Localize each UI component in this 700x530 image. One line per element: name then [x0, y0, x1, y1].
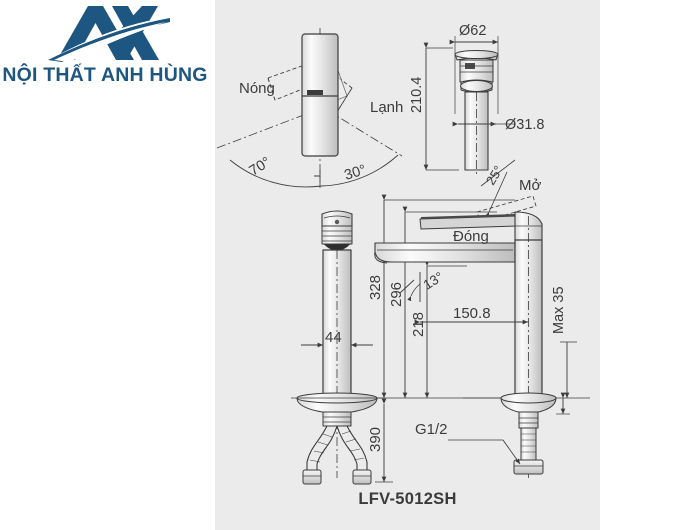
pop-up-drain-view	[423, 36, 515, 176]
label-lever-open: Mở	[519, 177, 541, 194]
label-cold: Lạnh	[370, 99, 403, 116]
label-deck-thickness: Max 35	[551, 286, 567, 334]
label-inlet-thread: G1/2	[415, 421, 448, 438]
label-body-width: 44	[325, 329, 342, 346]
label-lower-height: 218	[410, 312, 427, 337]
label-angle-70: 70°	[247, 154, 274, 179]
label-spout-angle: 13°	[421, 269, 446, 293]
label-drain-length: 210.4	[409, 77, 425, 113]
faucet-front-elevation	[291, 210, 393, 485]
label-hot: Nóng	[239, 80, 275, 97]
model-number-label: LFV-5012SH	[358, 490, 457, 508]
label-hose-length: 390	[367, 427, 384, 452]
faucet-side-elevation	[374, 194, 590, 478]
handle-swing-top-view	[216, 28, 403, 188]
label-total-height: 328	[367, 275, 384, 300]
label-spout-height: 296	[388, 282, 405, 307]
label-spout-reach: 150.8	[453, 305, 491, 322]
label-angle-30: 30°	[342, 162, 368, 184]
label-body-diameter: Ø31.8	[505, 117, 545, 133]
technical-drawing: Nóng Lạnh 70° 30° Ø62 Ø31.8 210.4 25° Mở…	[216, 23, 590, 485]
lever-open-angle-leader	[480, 159, 516, 218]
label-cap-diameter: Ø62	[459, 23, 486, 39]
brand-logo-block: NỘI THẤT ANH HÙNG	[0, 0, 215, 105]
brand-name-text: NỘI THẤT ANH HÙNG	[2, 64, 208, 86]
ah-monogram-icon	[48, 6, 170, 62]
label-lever-close: Đóng	[453, 228, 489, 245]
